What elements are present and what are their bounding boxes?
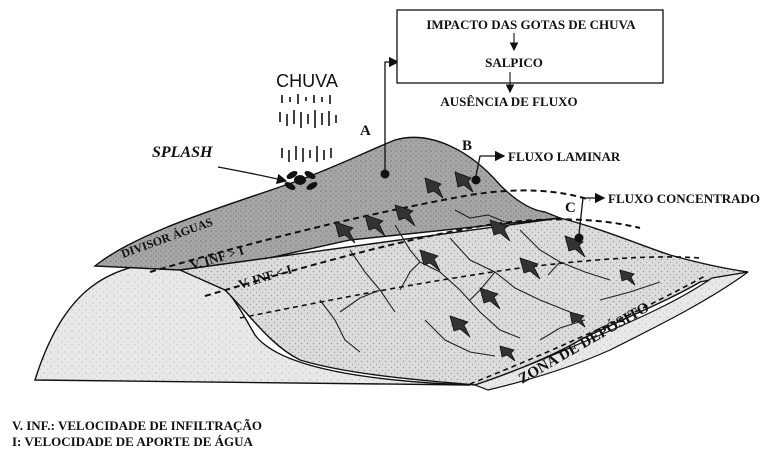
flow-arrow	[569, 311, 586, 328]
splash-icon	[284, 171, 318, 190]
rain-drops	[279, 94, 337, 162]
flow-arrow	[479, 287, 501, 310]
label-fluxo-laminar: FLUXO LAMINAR	[508, 149, 621, 164]
flow-arrow	[334, 221, 356, 244]
label-point-c: C	[565, 200, 576, 216]
dashed-line-deposit-lower	[469, 275, 706, 385]
hill-upper-slope	[93, 136, 561, 271]
point-a-leader-line	[384, 56, 400, 170]
dashed-line-inf-less	[204, 218, 641, 297]
point-b-leader-line	[475, 150, 506, 177]
flow-arrow	[424, 177, 444, 199]
point-b-marker	[471, 175, 481, 185]
flow-arrows	[334, 171, 636, 362]
label-chuva: CHUVA	[276, 71, 338, 91]
box-line-impact: IMPACTO DAS GOTAS DE CHUVA	[426, 17, 636, 32]
box-line-salpico: SALPICO	[485, 55, 543, 70]
point-c-marker	[574, 233, 584, 243]
legend-infiltration: V. INF.: VELOCIDADE DE INFILTRAÇÃO	[12, 418, 262, 433]
flow-arrow	[499, 345, 516, 362]
flow-arrow	[519, 257, 541, 280]
flow-arrow	[394, 204, 416, 227]
label-point-b: B	[462, 138, 472, 154]
legend-water-supply: I: VELOCIDADE DE APORTE DE ÁGUA	[12, 434, 253, 449]
dashed-line-inf-greater	[149, 189, 591, 273]
label-splash: SPLASH	[152, 144, 213, 161]
box-line-ausencia: AUSÊNCIA DE FLUXO	[440, 94, 577, 109]
rill-channels	[319, 209, 661, 357]
point-a-marker	[380, 169, 390, 179]
point-c-leader-line	[578, 192, 606, 235]
flow-arrow	[489, 219, 511, 242]
flow-arrow	[454, 171, 474, 193]
flow-arrow	[364, 214, 386, 237]
process-box	[396, 9, 664, 84]
label-point-a: A	[360, 123, 371, 139]
flow-arrow	[419, 249, 441, 272]
splash-pointer-arrow	[217, 166, 288, 184]
flow-arrow	[619, 269, 636, 286]
flow-arrow	[449, 315, 471, 338]
dashed-line-deposit-upper	[239, 256, 701, 319]
deposit-zone	[473, 271, 749, 391]
label-fluxo-concentrado: FLUXO CONCENTRADO	[608, 191, 760, 206]
